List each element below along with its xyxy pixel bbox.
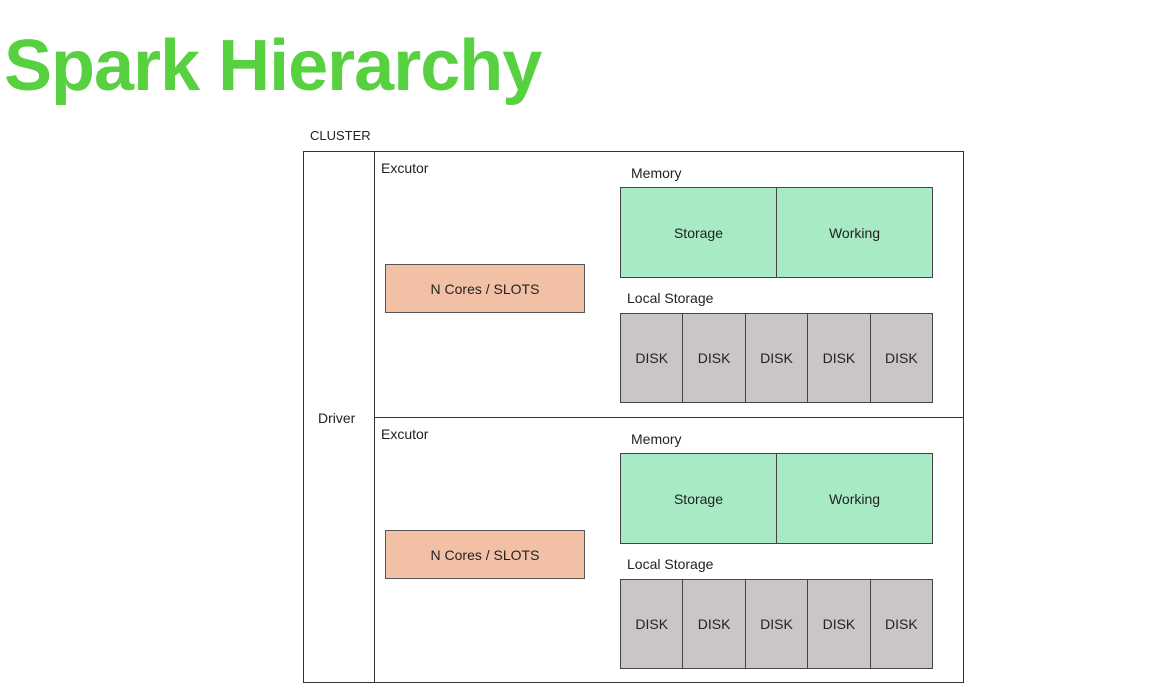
memory-working-cell: Working [776, 454, 932, 543]
executor-2: Excutor N Cores / SLOTS Memory Storage W… [375, 418, 963, 683]
disk-cell: DISK [807, 314, 870, 402]
cluster-label: CLUSTER [310, 128, 371, 143]
memory-storage-cell: Storage [621, 188, 776, 277]
disk-cell: DISK [869, 580, 933, 668]
disk-cell: DISK [744, 314, 808, 402]
disk-cell: DISK [682, 580, 745, 668]
disk-cell: DISK [621, 580, 683, 668]
cores-box: N Cores / SLOTS [385, 530, 585, 579]
memory-storage-cell: Storage [621, 454, 776, 543]
memory-working-cell: Working [776, 188, 932, 277]
slide-title: Spark Hierarchy [4, 26, 542, 106]
memory-box: Storage Working [620, 187, 933, 278]
disk-row: DISK DISK DISK DISK DISK [620, 579, 933, 669]
cluster-box: Driver Excutor N Cores / SLOTS Memory St… [303, 151, 964, 683]
memory-label: Memory [631, 431, 682, 447]
local-storage-label: Local Storage [627, 556, 714, 572]
executor-1: Excutor N Cores / SLOTS Memory Storage W… [375, 152, 963, 417]
disk-cell: DISK [807, 580, 870, 668]
disk-cell: DISK [682, 314, 745, 402]
disk-cell: DISK [744, 580, 808, 668]
disk-cell: DISK [869, 314, 933, 402]
memory-label: Memory [631, 165, 682, 181]
driver-label: Driver [318, 410, 356, 426]
executor-label: Excutor [381, 426, 429, 442]
cores-box: N Cores / SLOTS [385, 264, 585, 313]
local-storage-label: Local Storage [627, 290, 714, 306]
executor-divider [374, 417, 963, 418]
disk-row: DISK DISK DISK DISK DISK [620, 313, 933, 403]
disk-cell: DISK [621, 314, 683, 402]
executor-label: Excutor [381, 160, 429, 176]
memory-box: Storage Working [620, 453, 933, 544]
